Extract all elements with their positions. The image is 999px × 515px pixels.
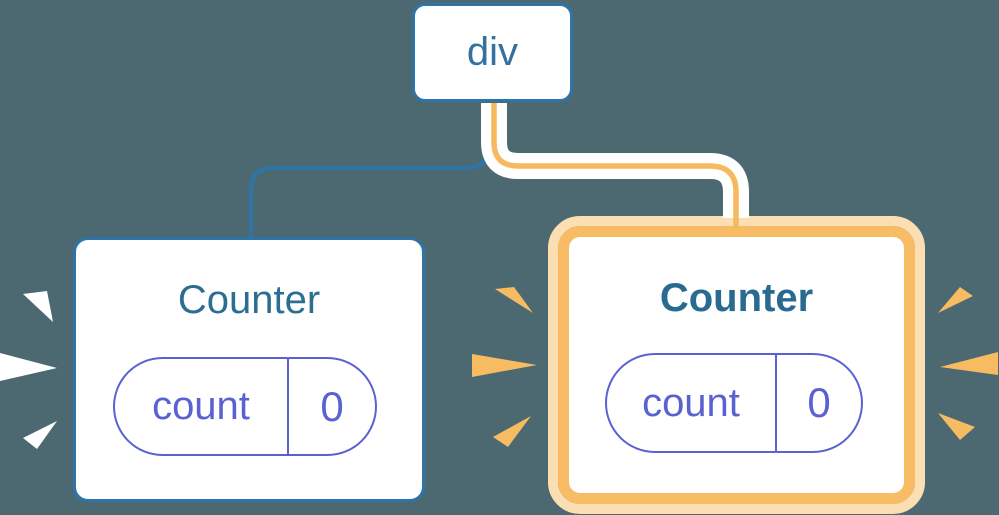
burst-mark	[0, 353, 57, 381]
edge-to-right-counter-casing	[481, 103, 749, 218]
burst-mark	[493, 416, 531, 447]
counter-title-left: Counter	[177, 278, 321, 322]
burst-marks-right-card-right	[938, 287, 998, 440]
state-value-left: 0	[320, 382, 344, 430]
burst-marks-right-card-left	[472, 287, 537, 447]
state-key-right: count	[607, 355, 777, 451]
state-pill-left: count 0	[113, 357, 377, 456]
burst-mark	[938, 287, 973, 313]
counter-card-right-highlighted: Counter count 0	[548, 216, 925, 514]
burst-mark	[940, 352, 998, 375]
burst-mark	[472, 354, 537, 377]
burst-mark	[23, 291, 53, 322]
counter-card-left: Counter count 0	[73, 237, 425, 502]
root-node-label: div	[466, 30, 519, 74]
edge-to-right-counter	[491, 103, 739, 230]
counter-title-right: Counter	[659, 276, 814, 320]
burst-mark	[938, 413, 975, 440]
state-key-left: count	[115, 359, 289, 454]
burst-mark	[23, 421, 57, 449]
burst-marks-left-card	[0, 291, 57, 449]
burst-mark	[495, 287, 533, 313]
state-value-right: 0	[807, 379, 831, 426]
state-pill-right: count 0	[605, 353, 863, 453]
edge-to-left-counter	[249, 103, 490, 239]
root-div-node: div	[412, 3, 573, 102]
